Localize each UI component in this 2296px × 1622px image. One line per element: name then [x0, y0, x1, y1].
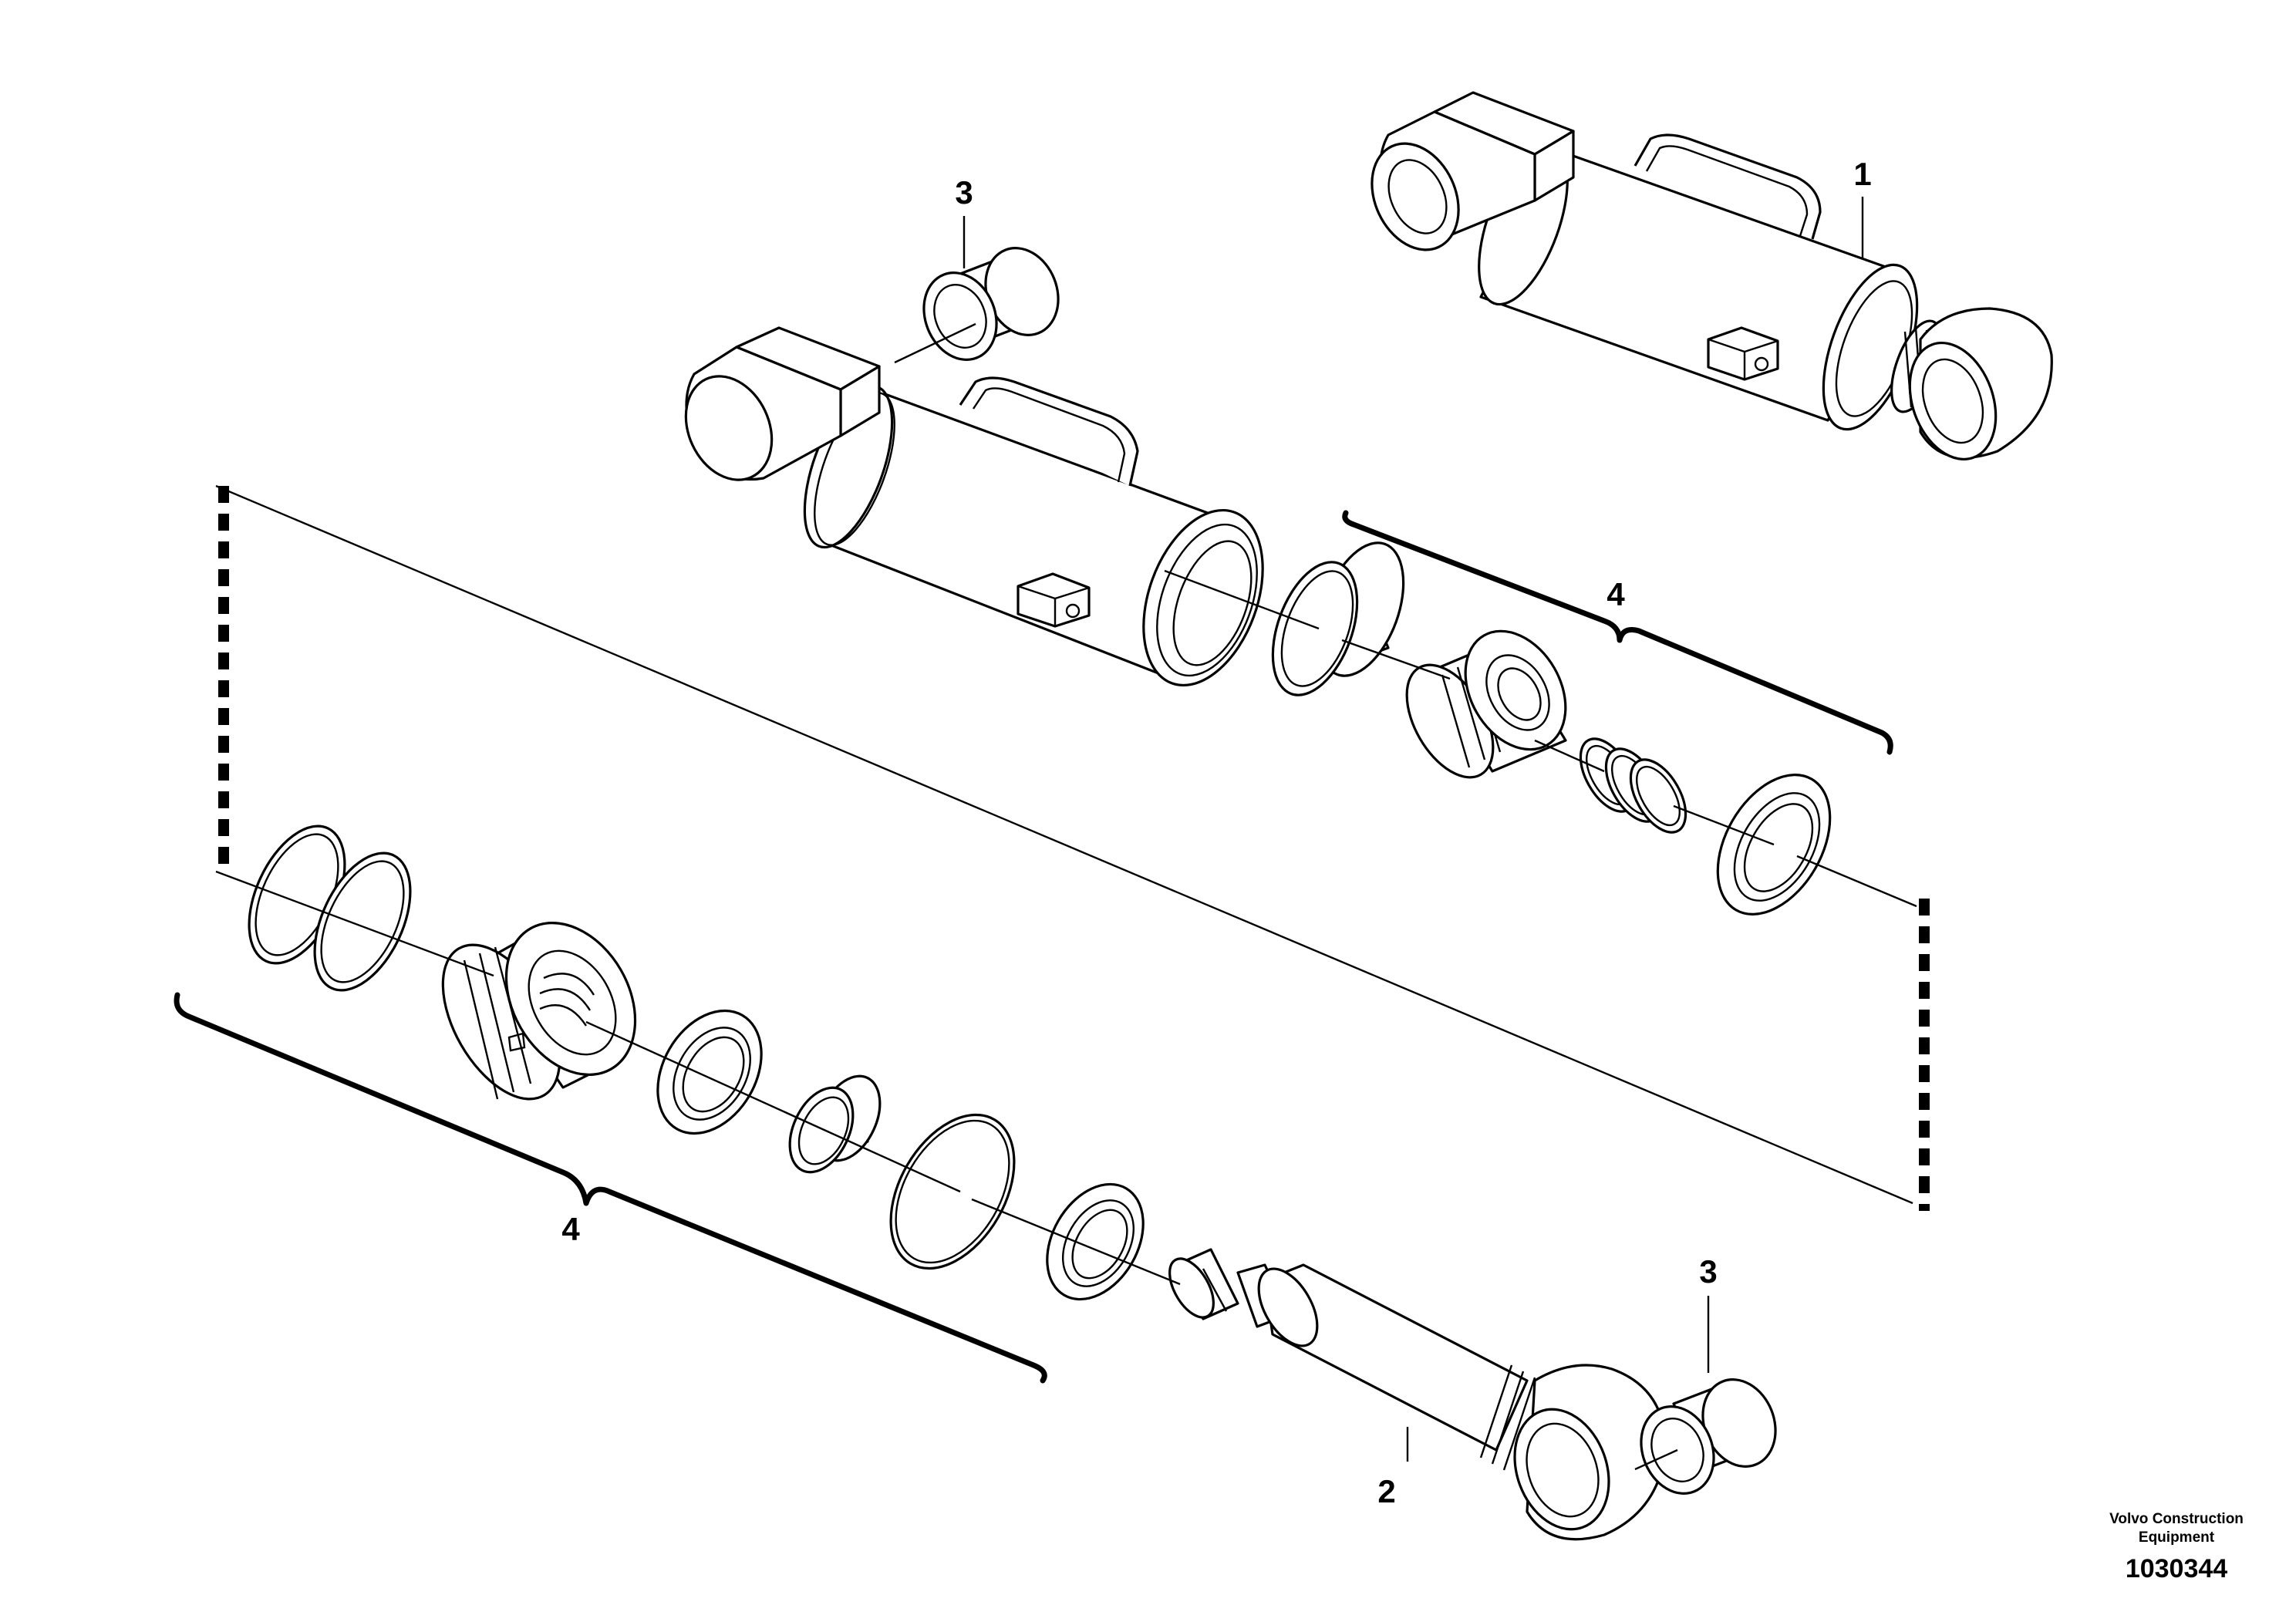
callout-seal-kit-upper: 4 — [1607, 576, 1625, 612]
rod-bushing-illustration — [788, 1074, 882, 1174]
wiper-seal-illustration — [1046, 1182, 1145, 1301]
kit-boundary-frame — [218, 486, 1930, 1211]
drawing-number: 1030344 — [2126, 1554, 2227, 1583]
bushing-top-illustration — [922, 247, 1060, 361]
piston-rod-illustration — [1168, 1248, 1667, 1541]
callout-leaders — [963, 197, 1864, 1462]
callout-bushing-top: 3 — [955, 174, 973, 211]
cylinder-head-illustration — [441, 922, 637, 1101]
callout-piston-rod: 2 — [1377, 1473, 1395, 1509]
brand-line-1: Volvo Construction — [2109, 1511, 2244, 1527]
seal-kit-bracket-lower — [174, 992, 1047, 1384]
piston-illustration — [1405, 629, 1567, 779]
o-rings-illustration — [1579, 737, 1687, 834]
callout-bushing-bottom: 3 — [1699, 1253, 1717, 1290]
guide-ring-illustration — [1271, 541, 1405, 696]
cylinder-assembly-illustration — [1371, 91, 2053, 461]
callout-cylinder-assembly: 1 — [1853, 156, 1871, 192]
callout-seal-kit-lower: 4 — [561, 1211, 580, 1247]
cylinder-barrel-illustration — [684, 326, 1264, 687]
head-o-ring-illustration — [889, 1113, 1016, 1270]
brand-line-2: Equipment — [2139, 1529, 2215, 1546]
rod-seal-illustration — [656, 1009, 763, 1135]
piston-rings-illustration — [248, 824, 412, 992]
seal-kit-bracket-upper — [1342, 510, 1893, 755]
assembly-axis-lines — [215, 322, 1917, 1471]
